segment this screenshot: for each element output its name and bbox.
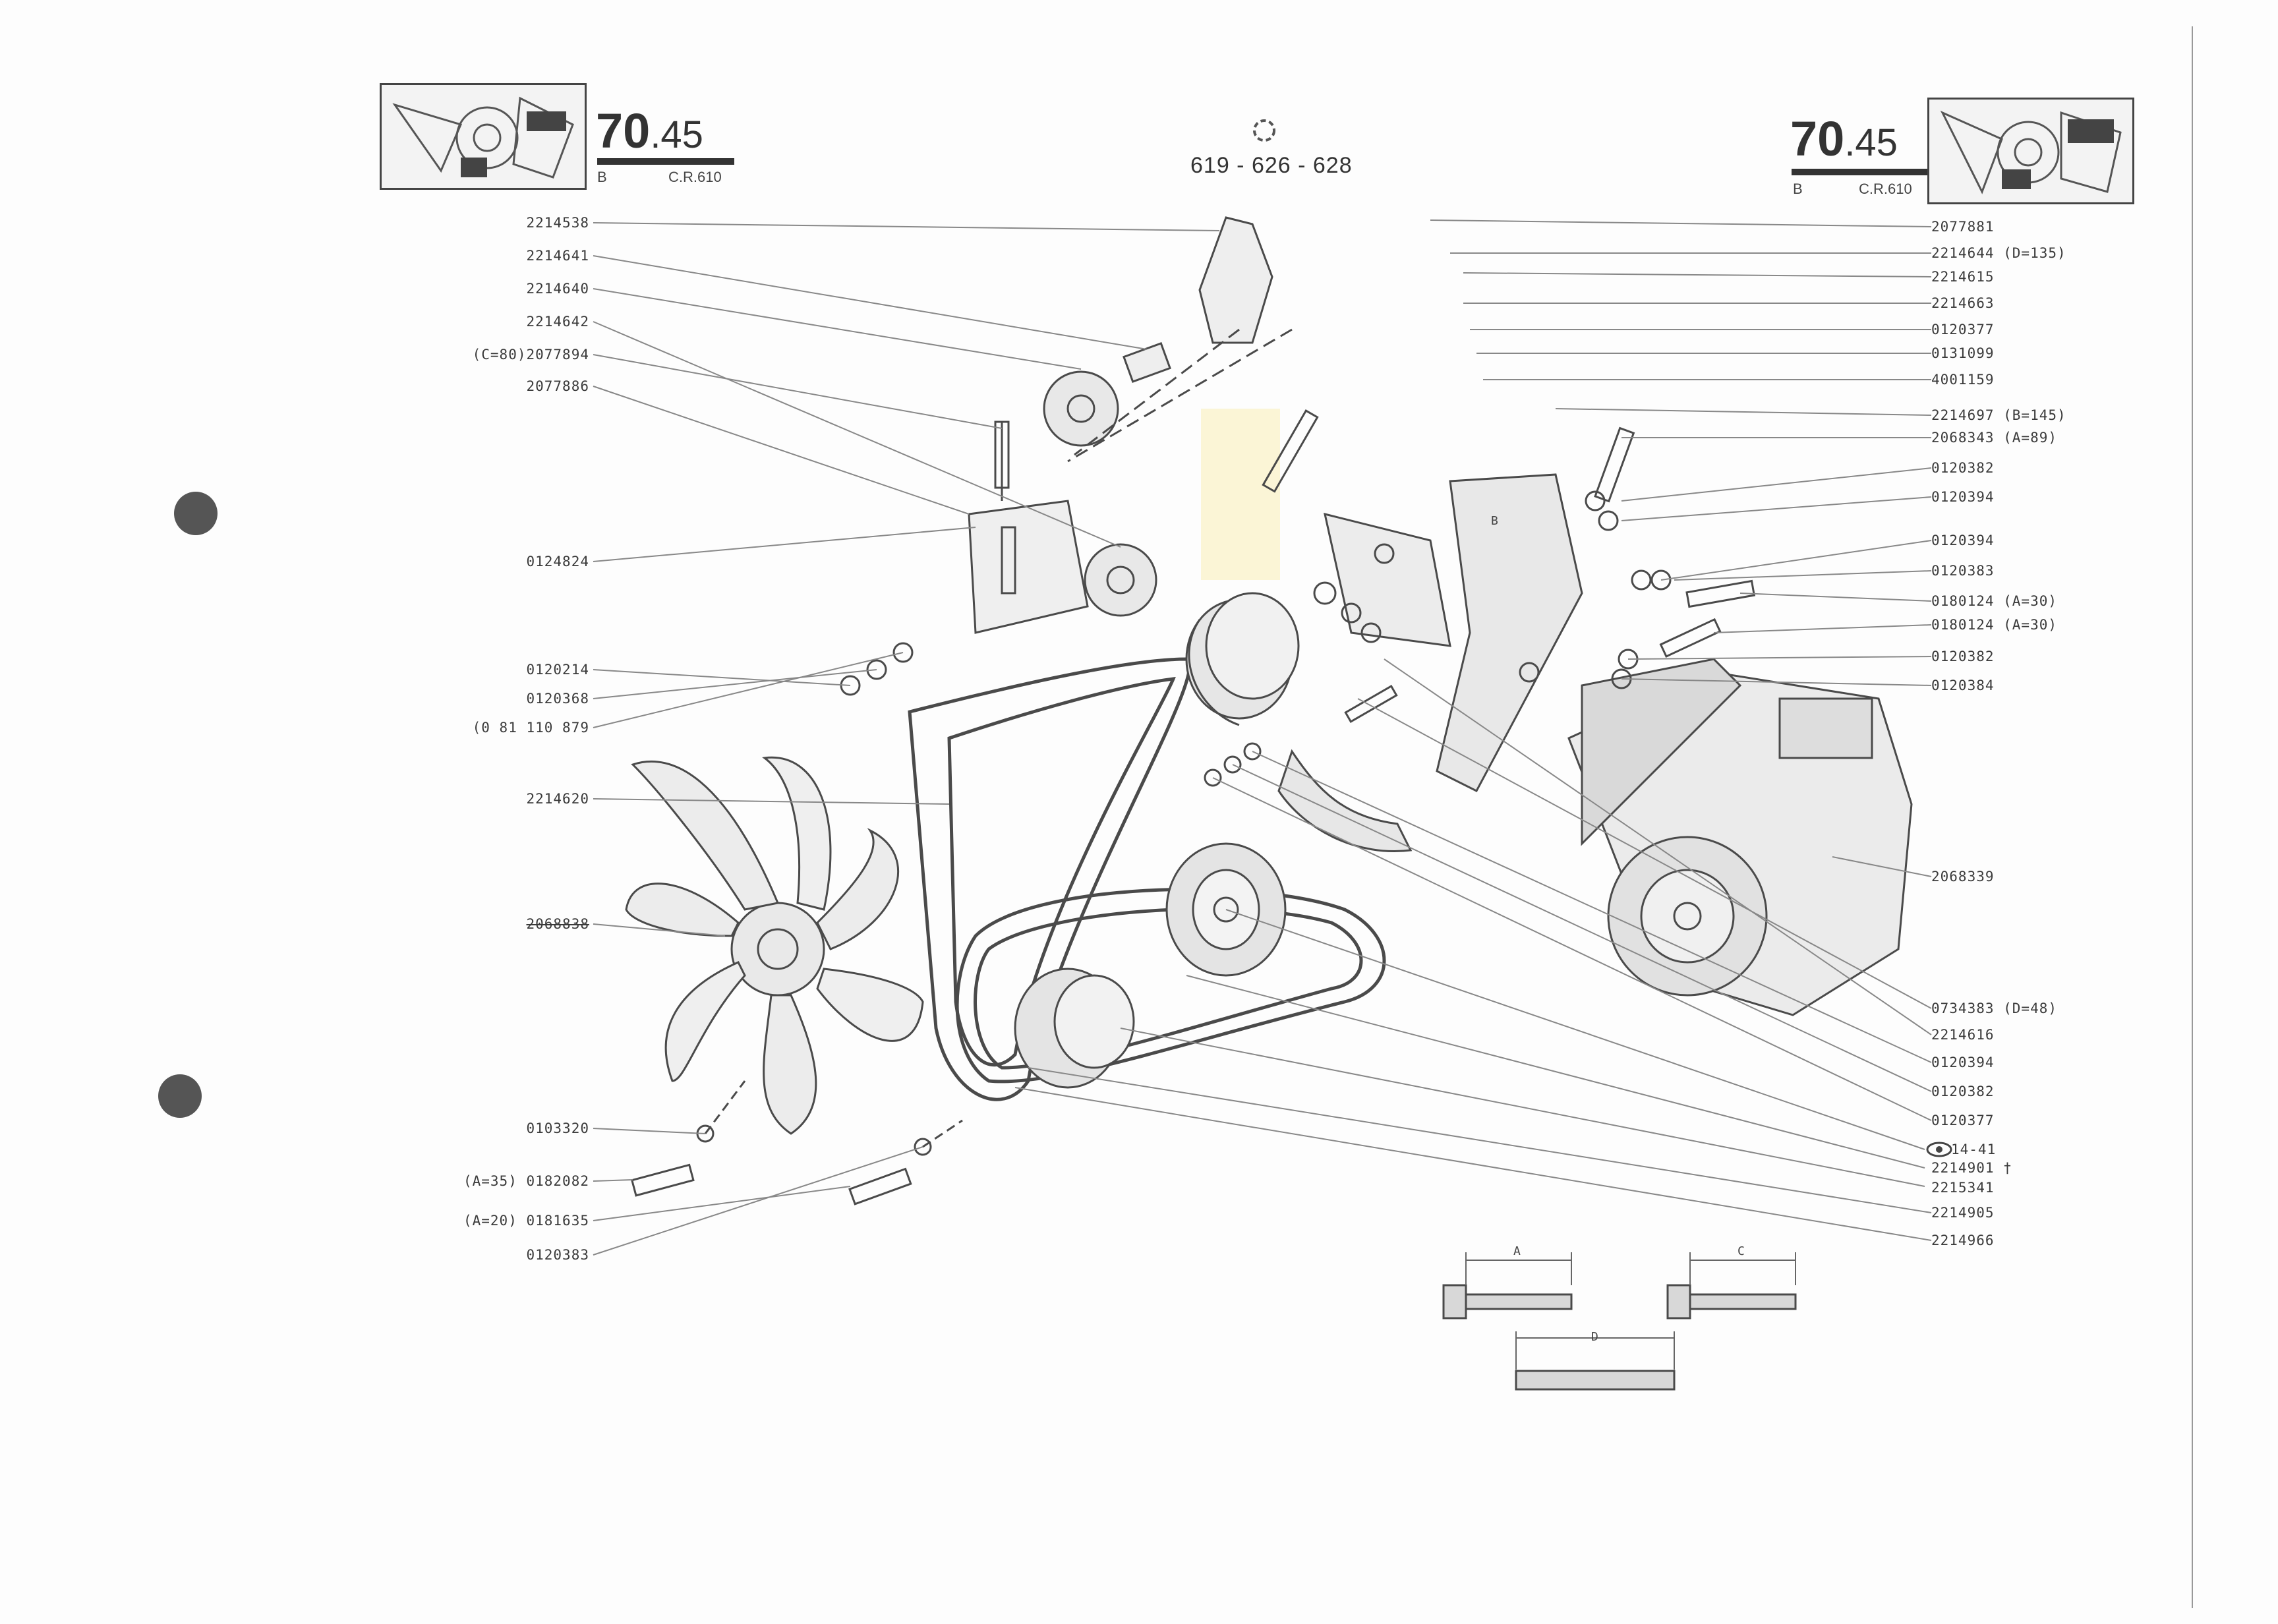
part-label: 0180124 (A=30) bbox=[1931, 593, 2058, 609]
binder-hole-top bbox=[174, 492, 218, 535]
part-label: 0120382 bbox=[1931, 649, 1995, 664]
part-label: 2214697 (B=145) bbox=[1931, 407, 2066, 423]
part-label: (A=20) 0181635 bbox=[463, 1213, 589, 1229]
part-label: 2068838 bbox=[526, 916, 589, 932]
left-code-main: 70 bbox=[596, 103, 651, 158]
leader-lines-right bbox=[1014, 219, 1932, 1241]
part-label: 2214641 bbox=[526, 248, 589, 264]
eye-icon bbox=[1926, 1142, 1952, 1157]
right-sub-cr: C.R.610 bbox=[1859, 181, 1912, 197]
part-label: 2214615 bbox=[1931, 269, 1995, 285]
right-code-underline bbox=[1792, 169, 1929, 175]
part-label: 0120383 bbox=[1931, 563, 1995, 579]
right-code-suffix: .45 bbox=[1844, 121, 1898, 164]
part-label: 0180124 (A=30) bbox=[1931, 617, 2058, 633]
left-section-code: 70.45 bbox=[596, 103, 703, 159]
part-label: 2077886 bbox=[526, 378, 589, 394]
dimension-diagrams bbox=[1442, 1252, 1797, 1391]
left-sub-b: B bbox=[597, 169, 607, 185]
left-sub-cr: C.R.610 bbox=[668, 169, 722, 185]
part-label: 2214966 bbox=[1931, 1232, 1995, 1248]
part-label: 14-41 bbox=[1951, 1142, 1997, 1157]
right-sub-b: B bbox=[1793, 181, 1803, 197]
part-label: 2214620 bbox=[526, 791, 589, 807]
ac-compressor bbox=[1567, 658, 1913, 1016]
part-label: 0120394 bbox=[1931, 489, 1995, 505]
part-label: 0120377 bbox=[1931, 1113, 1995, 1128]
part-label: 2068343 (A=89) bbox=[1931, 430, 2058, 446]
left-code-underline bbox=[597, 158, 734, 165]
cooling-fan bbox=[625, 756, 924, 1135]
part-label: (A=35) 0182082 bbox=[463, 1173, 589, 1189]
part-label: 2214663 bbox=[1931, 295, 1995, 311]
left-thumbnail-sketch bbox=[392, 96, 574, 179]
part-label: 4001159 bbox=[1931, 372, 1995, 388]
adjuster-plate bbox=[968, 420, 1089, 634]
part-label: 0120382 bbox=[1931, 1084, 1995, 1099]
lower-hose bbox=[1277, 749, 1413, 852]
part-label: 2068339 bbox=[1931, 869, 1995, 884]
part-label: 2214538 bbox=[526, 215, 589, 231]
left-thumbnail bbox=[380, 83, 587, 190]
dim-label-c: C bbox=[1738, 1244, 1745, 1258]
dim-label-a: A bbox=[1513, 1244, 1521, 1258]
part-label: 2214616 bbox=[1931, 1027, 1995, 1043]
part-label: 2214644 (D=135) bbox=[1931, 245, 2066, 261]
main-pulley bbox=[1185, 592, 1300, 726]
binder-hole-bottom bbox=[158, 1074, 202, 1118]
part-label: 2214642 bbox=[526, 314, 589, 330]
leader-lines-left bbox=[593, 222, 1220, 1256]
part-label: 2214640 bbox=[526, 281, 589, 297]
dim-label-b: B bbox=[1491, 514, 1498, 528]
dim-label-d: D bbox=[1591, 1330, 1598, 1344]
part-label: 0131099 bbox=[1931, 345, 1995, 361]
center-title: 619 - 626 - 628 bbox=[1190, 153, 1353, 178]
right-code-main: 70 bbox=[1790, 111, 1845, 166]
idler-pulleys bbox=[1014, 370, 1287, 1089]
center-circle-icon bbox=[1253, 119, 1275, 142]
part-label: 0124824 bbox=[526, 554, 589, 569]
washers-bolts bbox=[630, 409, 1756, 1205]
part-label: 0120368 bbox=[526, 691, 589, 707]
part-label: 0120383 bbox=[526, 1247, 589, 1263]
right-thumbnail bbox=[1927, 98, 2134, 204]
part-label: 2214901 † bbox=[1931, 1160, 2012, 1176]
part-label: 2077881 bbox=[1931, 219, 1995, 235]
part-label: 0120214 bbox=[526, 662, 589, 678]
part-label: 0120394 bbox=[1931, 1055, 1995, 1070]
right-thumbnail-sketch bbox=[1940, 110, 2122, 194]
part-label: 0120377 bbox=[1931, 322, 1995, 337]
part-label: (0 81 110 879 bbox=[472, 720, 589, 736]
compressor-bracket bbox=[1324, 473, 1583, 792]
part-label: 0734383 (D=48) bbox=[1931, 1000, 2058, 1016]
part-label: 0120384 bbox=[1931, 678, 1995, 693]
part-label: 2214905 bbox=[1931, 1205, 1995, 1221]
part-label: 0120394 bbox=[1931, 533, 1995, 548]
part-label: (C=80)2077894 bbox=[472, 347, 589, 362]
tensioner-bracket bbox=[1067, 216, 1293, 463]
part-label: 0103320 bbox=[526, 1120, 589, 1136]
part-label: 0120382 bbox=[1931, 460, 1995, 476]
highlight-mark bbox=[1201, 409, 1280, 580]
left-code-suffix: .45 bbox=[650, 113, 703, 156]
right-section-code: 70.45 bbox=[1790, 111, 1898, 167]
part-label: 2215341 bbox=[1931, 1180, 1995, 1196]
